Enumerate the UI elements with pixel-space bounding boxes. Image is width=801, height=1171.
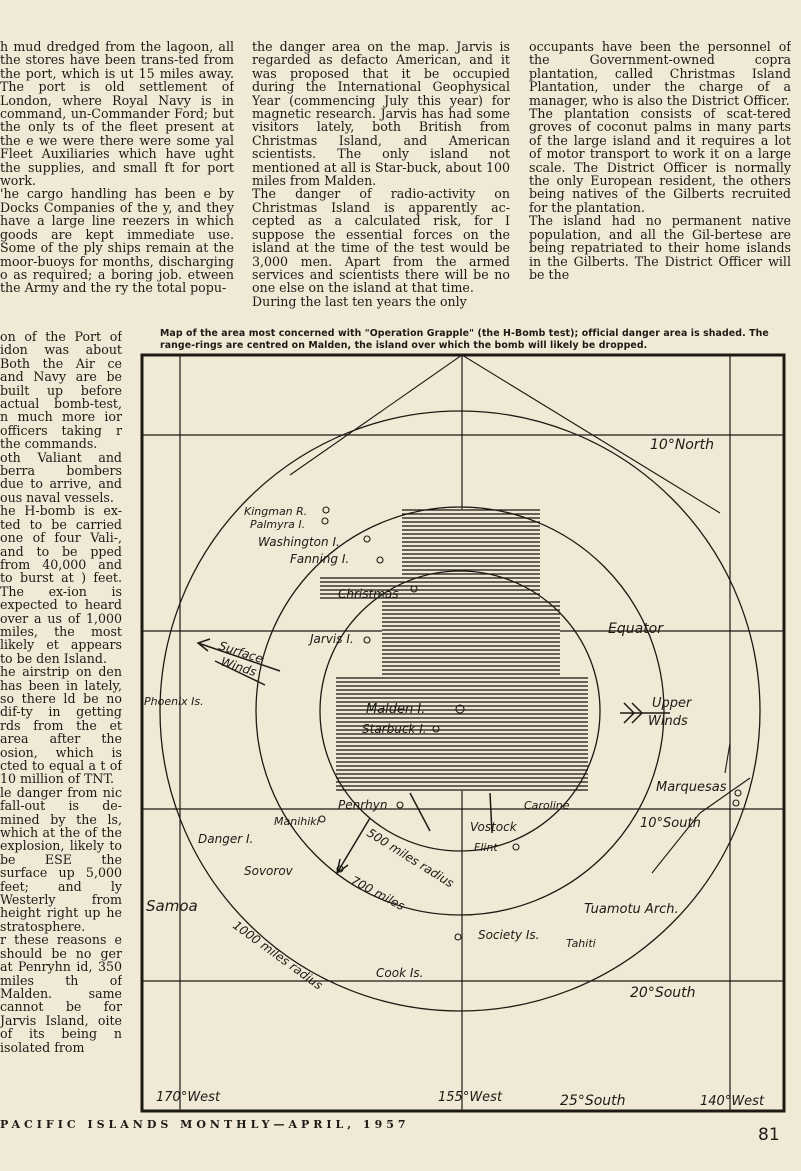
label-tuamotu: Tuamotu Arch.: [584, 902, 679, 917]
label-10-north: 10°North: [650, 437, 714, 453]
article-column-left-top: h mud dredged from the lagoon, all the s…: [0, 40, 234, 296]
label-kingman: Kingman R.: [244, 505, 307, 518]
label-starbuck: Starbuck I.: [362, 722, 427, 736]
label-phoenix: Phoenix Is.: [144, 695, 204, 708]
label-flint: Flint: [474, 841, 498, 854]
wind-arrows: [196, 638, 670, 875]
label-jarvis: Jarvis I.: [308, 632, 354, 646]
page-footer: PACIFIC ISLANDS MONTHLY—APRIL, 1957: [0, 1118, 410, 1131]
label-sovorov: Sovorov: [244, 864, 294, 878]
label-500-miles: 500 miles radius: [364, 826, 456, 891]
map-lines: [289, 356, 751, 874]
label-upper-winds: Winds: [648, 714, 688, 729]
label-155-west: 155°West: [438, 1090, 503, 1105]
map-caption: Map of the area most concerned with "Ope…: [160, 328, 769, 351]
danger-area-map: 10°North Equator 10°South 20°South 25°So…: [140, 353, 786, 1113]
label-society: Society Is.: [478, 928, 540, 942]
label-manihiki: Manihiki: [274, 815, 320, 828]
label-vostock: Vostock: [470, 820, 518, 834]
label-equator: Equator: [608, 621, 664, 637]
article-column-right: occupants have been the personnel of the…: [529, 40, 791, 282]
label-danger: Danger I.: [198, 832, 253, 846]
map-frame: [140, 353, 786, 1113]
label-marquesas: Marquesas: [656, 780, 727, 795]
label-10-south: 10°South: [640, 816, 701, 831]
map-grid: [143, 356, 783, 1110]
label-christmas: Christmas: [338, 587, 399, 601]
label-cook: Cook Is.: [376, 966, 423, 980]
label-penrhyn: Penrhyn: [338, 798, 387, 812]
range-rings: [159, 410, 761, 1012]
label-tahiti: Tahiti: [566, 937, 596, 950]
label-caroline: Caroline: [524, 799, 570, 812]
label-upper: Upper: [652, 696, 693, 711]
article-column-middle: the danger area on the map. Jarvis is re…: [252, 40, 510, 309]
label-20-south: 20°South: [630, 985, 696, 1001]
label-fanning: Fanning I.: [290, 552, 349, 566]
page-number: 81: [758, 1125, 780, 1145]
label-washington: Washington I.: [258, 535, 340, 549]
label-25-south: 25°South: [560, 1093, 626, 1109]
label-140-west: 140°West: [700, 1094, 765, 1109]
label-palmyra: Palmyra I.: [250, 518, 305, 531]
island-markers: [318, 506, 742, 941]
label-samoa: Samoa: [146, 897, 198, 915]
article-column-left-bottom: on of the Port of idon was about Both th…: [0, 330, 122, 1055]
danger-area-shading: [320, 509, 588, 791]
label-malden: Malden I.: [366, 702, 425, 717]
label-170-west: 170°West: [156, 1090, 221, 1105]
label-700-miles: 700 miles: [349, 873, 407, 913]
